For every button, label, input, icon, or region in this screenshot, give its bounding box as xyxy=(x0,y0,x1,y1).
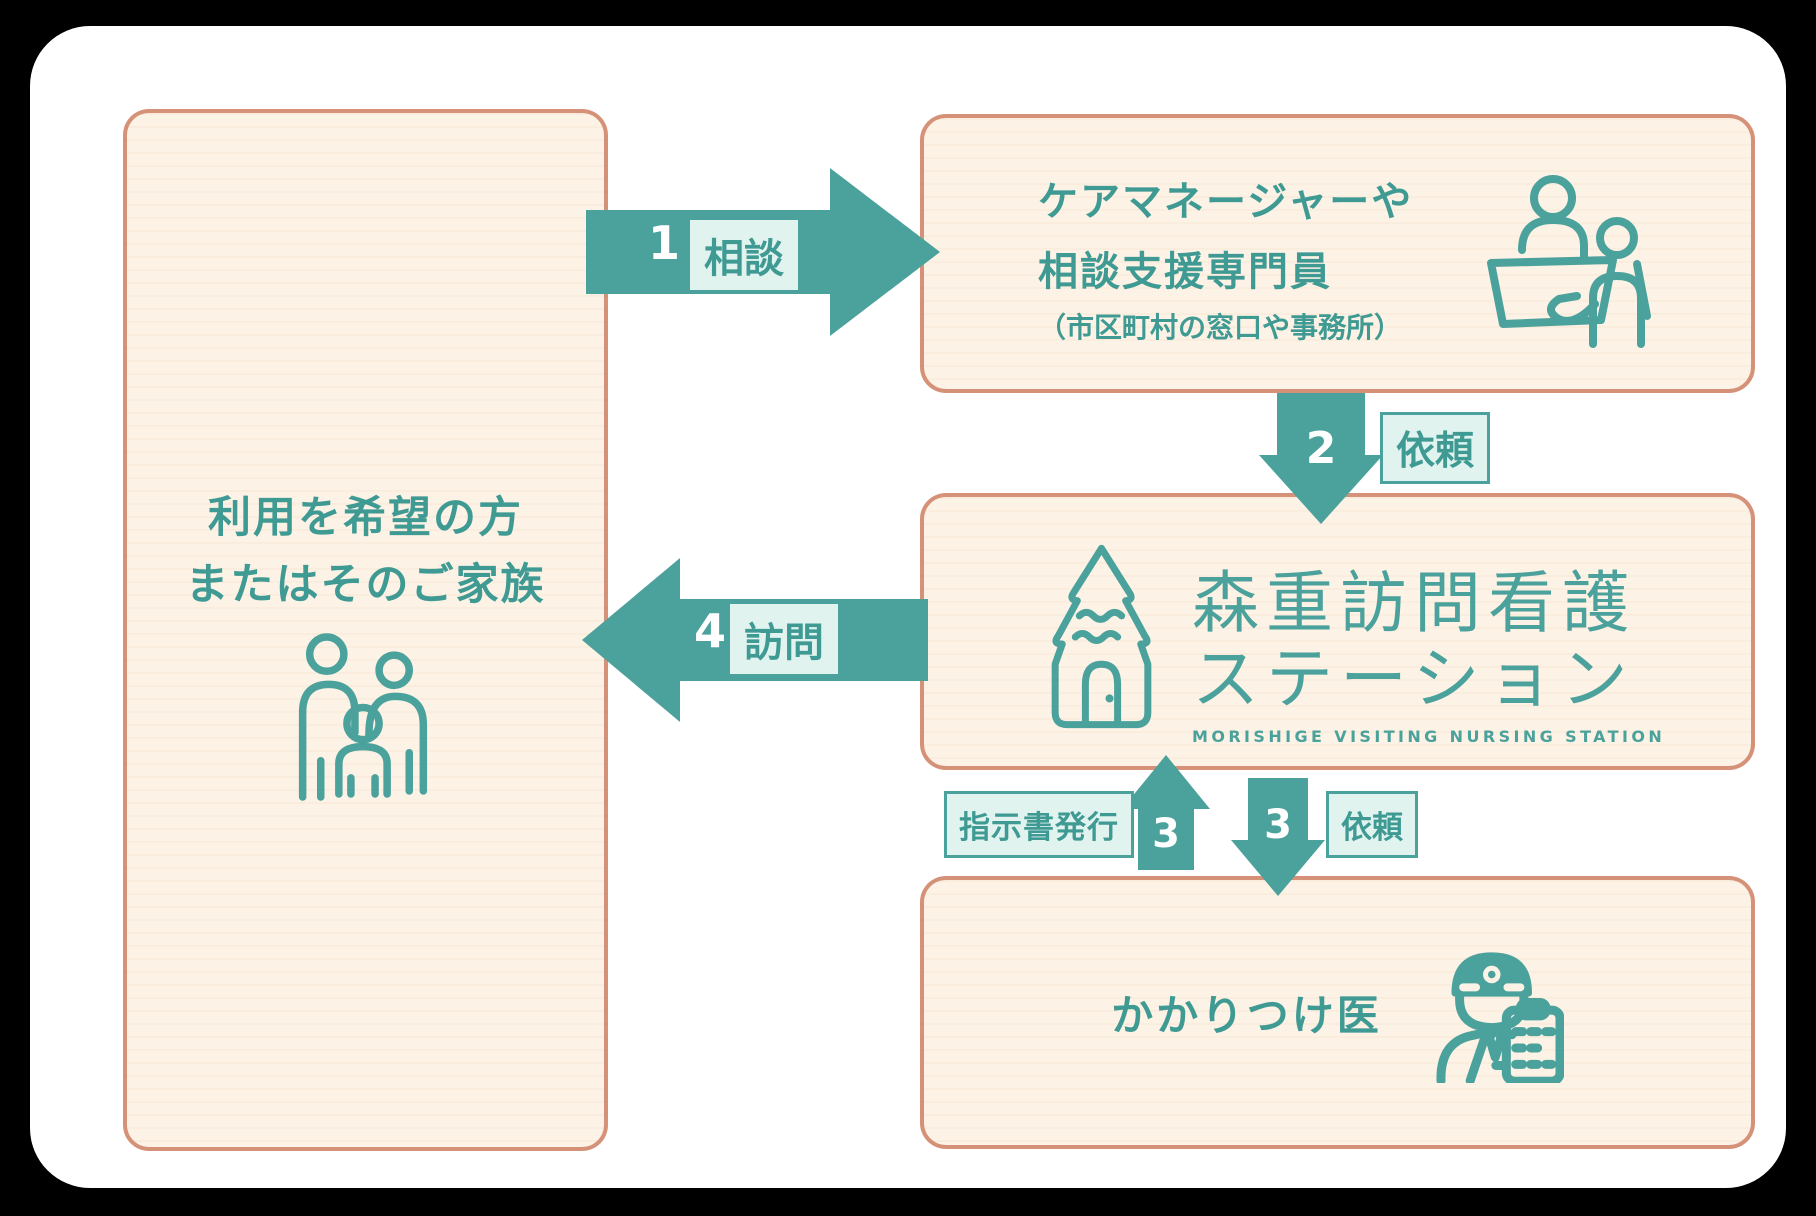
arrow-step4-label: 訪問 xyxy=(730,604,838,674)
station-logo-subtitle: MORISHIGE VISITING NURSING STATION xyxy=(1192,727,1666,746)
arrow-step2-body xyxy=(1277,393,1365,456)
arrow-step3-down-body xyxy=(1248,778,1308,841)
family-icon xyxy=(290,628,442,804)
box-user-family: 利用を希望の方 またはそのご家族 xyxy=(123,109,608,1151)
arrow-step3-down-label: 依頼 xyxy=(1326,791,1418,858)
house-tree-icon xyxy=(1034,541,1170,733)
care-manager-line3: （市区町村の窓口や事務所） xyxy=(1038,311,1403,344)
station-logo-text: 森重訪問看護 ステーション MORISHIGE VISITING NURSING… xyxy=(1192,565,1665,746)
arrow-step4-visit: 4 xyxy=(582,558,928,722)
arrow-step1-label: 相談 xyxy=(690,220,798,290)
station-logo-line2: ステーション xyxy=(1192,640,1635,718)
care-manager-line1: ケアマネージャーや xyxy=(1038,179,1414,225)
diagram-canvas: 利用を希望の方 またはそのご家族 ケアマネージャーや 相談支援専門員 （市区町村… xyxy=(30,26,1786,1188)
arrow-step3-down-number: 3 xyxy=(1264,802,1292,848)
arrow-step2-head xyxy=(1259,455,1383,524)
arrow-step1-number: 1 xyxy=(648,216,681,270)
reception-desk-icon xyxy=(1465,168,1655,348)
user-family-label: 利用を希望の方 またはそのご家族 xyxy=(127,485,604,619)
arrow-step1-head xyxy=(830,168,940,336)
care-manager-line2: 相談支援専門員 xyxy=(1038,249,1332,295)
arrow-step2-number: 2 xyxy=(1305,423,1337,474)
arrow-step3-down-request: 3 xyxy=(1231,778,1325,896)
arrow-step4-head xyxy=(582,558,680,722)
arrow-step2-label: 依頼 xyxy=(1380,412,1491,484)
box-family-doctor: かかりつけ医 xyxy=(920,876,1755,1149)
box-care-manager: ケアマネージャーや 相談支援専門員 （市区町村の窓口や事務所） xyxy=(920,114,1755,393)
station-logo-line1: 森重訪問看護 xyxy=(1192,564,1636,642)
arrow-step3-up-body xyxy=(1138,808,1194,870)
arrow-step3-down-head xyxy=(1231,840,1325,896)
arrow-step3-up-instruction: 3 xyxy=(1122,755,1210,870)
arrow-step2-request: 2 xyxy=(1259,393,1383,524)
arrow-step3-up-label: 指示書発行 xyxy=(944,791,1134,858)
arrow-step3-up-head xyxy=(1122,755,1210,809)
arrow-step3-up-number: 3 xyxy=(1152,811,1180,857)
care-manager-label: ケアマネージャーや 相談支援専門員 （市区町村の窓口や事務所） xyxy=(1038,178,1413,346)
arrow-step4-number: 4 xyxy=(694,604,727,658)
user-family-line1: 利用を希望の方 xyxy=(208,493,523,543)
doctor-icon xyxy=(1430,951,1564,1083)
family-doctor-label: かかりつけ医 xyxy=(1111,991,1382,1040)
box-nursing-station: 森重訪問看護 ステーション MORISHIGE VISITING NURSING… xyxy=(920,493,1755,770)
user-family-line2: またはそのご家族 xyxy=(185,560,546,610)
